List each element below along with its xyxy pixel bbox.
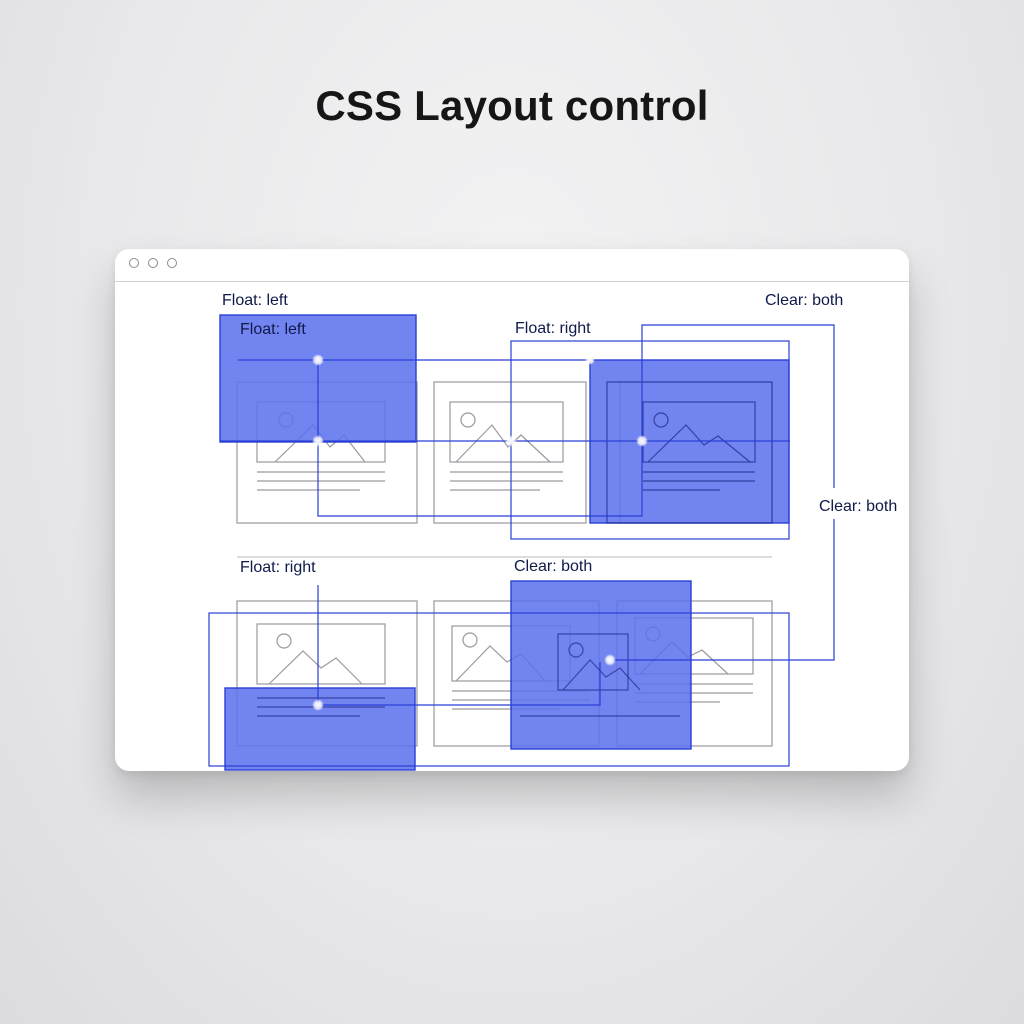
label-clear-both-side: Clear: both	[819, 498, 898, 515]
label-float-left-outer: Float: left	[222, 292, 288, 309]
bottom-row-container-outline	[208, 612, 790, 767]
image-placeholder-icon	[449, 401, 564, 463]
image-placeholder-icon	[642, 401, 756, 463]
clear-both-box-content	[520, 633, 680, 717]
window-control-dot-minimize[interactable]	[148, 258, 158, 268]
clear-both-box	[510, 580, 692, 750]
window-control-dot-close[interactable]	[129, 258, 139, 268]
label-clear-both-bottom: Clear: both	[514, 558, 593, 575]
card-top-middle	[433, 381, 587, 524]
connector-nodes	[312, 354, 648, 711]
window-control-dot-maximize[interactable]	[167, 258, 177, 268]
window-titlebar	[115, 249, 909, 282]
card-top-right-content	[606, 381, 773, 524]
label-float-right-top: Float: right	[515, 320, 591, 337]
page-title: CSS Layout control	[315, 82, 709, 129]
label-clear-both-top: Clear: both	[765, 292, 844, 309]
label-float-left-inner: Float: left	[240, 321, 306, 338]
label-float-right-bottom: Float: right	[240, 559, 316, 576]
image-placeholder-icon	[256, 623, 386, 685]
